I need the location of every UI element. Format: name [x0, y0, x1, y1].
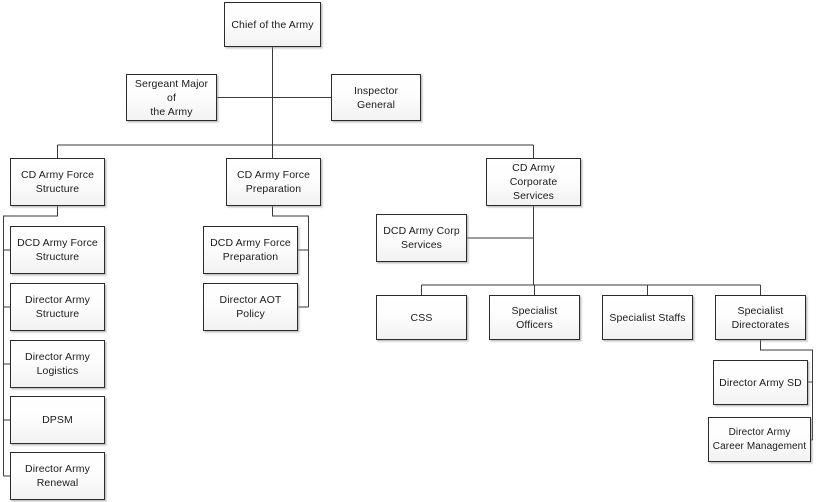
node-label: Director Army SD [719, 376, 802, 389]
node-label: DCD Army Force Structure [17, 237, 98, 263]
node-director-army-sd[interactable]: Director Army SD [713, 360, 808, 405]
node-label: CD Army Force Preparation [236, 169, 311, 195]
node-director-army-career-management[interactable]: Director Army Career Management [708, 417, 811, 462]
node-director-army-structure[interactable]: Director Army Structure [10, 283, 105, 331]
node-sergeant-major-of-the-army[interactable]: Sergeant Major of the Army [126, 74, 217, 121]
node-label: Sergeant Major of the Army [134, 77, 209, 118]
node-label: Director Army Logistics [25, 351, 90, 377]
node-label: Director AOT Policy [219, 294, 282, 320]
node-specialist-directorates[interactable]: Specialist Directorates [715, 295, 806, 340]
node-label: CD Army Force Structure [20, 169, 95, 195]
node-cd-army-force-structure[interactable]: CD Army Force Structure [10, 158, 105, 206]
node-cd-army-corporate-services[interactable]: CD Army Corporate Services [486, 158, 581, 206]
node-director-army-logistics[interactable]: Director Army Logistics [10, 340, 105, 388]
node-dcd-army-force-structure[interactable]: DCD Army Force Structure [10, 226, 105, 274]
node-label: Specialist Officers [511, 304, 558, 331]
node-css[interactable]: CSS [376, 295, 467, 340]
node-cd-army-force-preparation[interactable]: CD Army Force Preparation [226, 158, 321, 206]
node-specialist-officers[interactable]: Specialist Officers [489, 295, 580, 340]
node-specialist-staffs[interactable]: Specialist Staffs [602, 295, 693, 340]
node-label: Director Army Career Management [712, 426, 807, 452]
node-label: Specialist Directorates [731, 304, 790, 331]
node-label: DCD Army Force Preparation [210, 237, 291, 263]
node-label: Director Army Renewal [25, 463, 90, 489]
node-label: CSS [410, 311, 433, 324]
node-label: DPSM [42, 414, 73, 426]
node-label: Chief of the Army [231, 18, 314, 31]
node-dpsm[interactable]: DPSM [10, 396, 105, 444]
node-director-army-renewal[interactable]: Director Army Renewal [10, 452, 105, 500]
node-inspector-general[interactable]: Inspector General [331, 74, 421, 121]
node-dcd-army-corp-services[interactable]: DCD Army Corp Services [376, 214, 467, 262]
node-label: Inspector General [353, 84, 399, 111]
node-label: CD Army Corporate Services [509, 162, 558, 202]
node-dcd-army-force-preparation[interactable]: DCD Army Force Preparation [203, 226, 298, 274]
node-label: Specialist Staffs [609, 311, 686, 324]
node-chief[interactable]: Chief of the Army [224, 2, 321, 47]
node-label: DCD Army Corp Services [383, 225, 460, 251]
node-label: Director Army Structure [25, 294, 90, 320]
node-director-aot-policy[interactable]: Director AOT Policy [203, 283, 298, 331]
